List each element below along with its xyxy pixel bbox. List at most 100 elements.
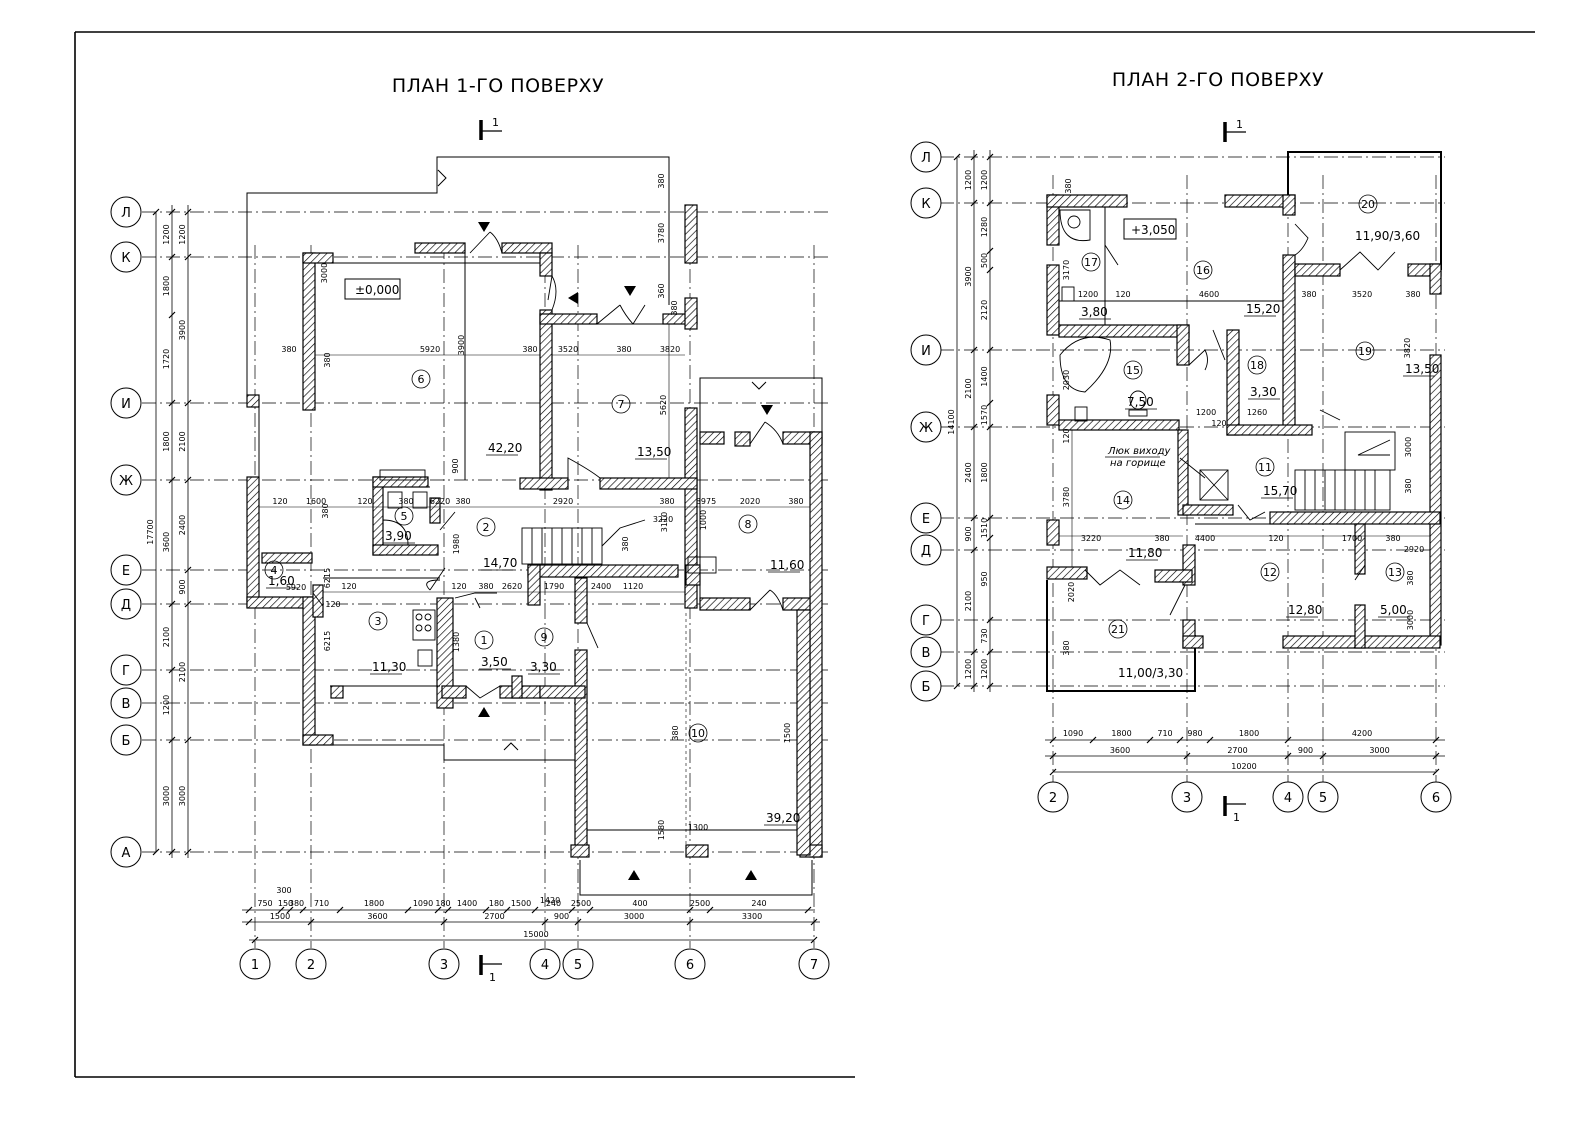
plan2-axis-bubble-num-3-label: 5 [1319, 791, 1327, 806]
plan2-axis-bubble-5: Д [910, 534, 942, 566]
plan2-stair [1294, 431, 1396, 511]
dim-tick [686, 906, 694, 914]
plan2-room-area-16: 15,20 [1246, 302, 1280, 316]
plan1-room-area-7: 13,50 [637, 445, 671, 459]
plan1-axis-bubble-1: К [110, 241, 142, 273]
dim-tick [810, 936, 818, 944]
plan2-inner-dim-4: 4600 [1199, 290, 1219, 299]
plan1-room-area-9: 3,30 [530, 660, 557, 674]
plan1-room-area-1: 3,50 [481, 655, 508, 669]
plan1-inner-dim-16: 2920 [553, 497, 573, 506]
plan1-inner-dim-41: 1420 [540, 896, 560, 905]
plan2-dim-left-inner-2: 500 [980, 253, 989, 268]
plan1-inner-dim-21: 1000 [699, 510, 708, 530]
plan1-section-mark-top: 1 [479, 116, 502, 140]
plan1-inner-dim-6: 5620 [659, 395, 668, 415]
plan2-dim-total: 10200 [1231, 762, 1256, 771]
plan2-dim-left-inner-5: 1570 [980, 405, 989, 425]
dim-tick [986, 648, 994, 656]
plan2-axis-bubble-num-1-label: 3 [1183, 791, 1191, 806]
plan1-dim-bottom1-9: 1500 [511, 899, 531, 908]
dim-tick [168, 399, 176, 407]
plan1-axis-bubble-7-circle [110, 687, 142, 719]
dim-tick [444, 906, 452, 914]
plan2-inner-dim-2: 1200 [1078, 290, 1098, 299]
dim-tick [251, 936, 259, 944]
plan2-room-number-20: 20 [1361, 198, 1375, 211]
plan2-dim-left-inner-8: 950 [980, 571, 989, 586]
dim-tick [970, 682, 978, 690]
plan2-axis-bubble-num-1: 3 [1171, 781, 1203, 813]
plan2-axis-bubble-0-label: Л [921, 151, 931, 166]
plan1-dim-left-outer-3: 2400 [178, 515, 187, 535]
plan2-dim-left-outer-3: 2400 [964, 462, 973, 482]
plan2-room-circle-14 [1113, 490, 1133, 510]
plan1-dim-left-outer-2: 2100 [178, 431, 187, 451]
dim-tick [531, 906, 539, 914]
plan1-dim-left-outer-1: 3900 [178, 320, 187, 340]
plan2-dim-bottom1-4: 1800 [1239, 729, 1259, 738]
dim-tick [184, 848, 192, 856]
plan1-dim-left-inner-1: 1800 [162, 276, 171, 296]
plan1-inner-dim-43: 3780 [657, 223, 666, 243]
plan1-axis-bubble-num-3: 4 [529, 948, 561, 980]
plan2-room-number-19: 19 [1358, 345, 1372, 358]
dim-tick [970, 546, 978, 554]
plan2-axis-bubble-2-circle [910, 334, 942, 366]
plan1-room-circle-9 [534, 627, 554, 647]
sheet-border [74, 31, 1535, 1078]
plan1-dim-bottom2-0: 1500 [270, 912, 290, 921]
dim-tick [1049, 736, 1057, 744]
dim-tick [286, 906, 294, 914]
plan1-inner-dim-40: 1580 [657, 820, 666, 840]
dim-tick [986, 534, 994, 542]
plan2-inner-dim-13: 3780 [1062, 487, 1071, 507]
plan1-inner-dim-13: 380 [398, 497, 413, 506]
plan1-room-number-10: 10 [691, 727, 705, 740]
dim-tick [574, 918, 582, 926]
dim-tick [245, 918, 253, 926]
plan1-axis-bubble-num-4: 5 [562, 948, 594, 980]
plan2-room-area-11: 15,70 [1263, 484, 1297, 498]
dim-tick [168, 736, 176, 744]
plan1-axis-bubble-1-circle [110, 241, 142, 273]
plan1-dim-left-total: 17700 [146, 519, 155, 544]
plan1-dim-bottom1-8: 180 [489, 899, 504, 908]
plan1-axis-bubble-0-circle [110, 196, 142, 228]
plan1-dim-bottom2-1: 3600 [367, 912, 387, 921]
plan1-dim-bottom1-1: 150 [278, 899, 293, 908]
dim-tick [953, 682, 961, 690]
plan2-axis-bubble-1-circle [910, 187, 942, 219]
dim-tick [299, 906, 307, 914]
plan2-dim-left-outer-2: 2100 [964, 378, 973, 398]
dim-tick [168, 666, 176, 674]
dim-tick [986, 616, 994, 624]
plan2-inner-dim-25: 2020 [1067, 582, 1076, 602]
dim-tick [336, 906, 344, 914]
plan2-axis-bubble-num-3: 5 [1307, 781, 1339, 813]
dim-tick [970, 346, 978, 354]
plan2-dim-left-inner-7: 1510 [980, 518, 989, 538]
plan2-inner-dim-8: 3820 [1403, 338, 1412, 358]
dim-tick [586, 906, 594, 914]
plan1-dim-left-outer-5: 2100 [178, 662, 187, 682]
dim-tick [184, 253, 192, 261]
plan1-inner-dim-18: 3975 [696, 497, 716, 506]
plan2-axis-bubble-1-label: К [921, 197, 930, 212]
plan2-axis-bubble-8: Б [910, 670, 942, 702]
plan1-dim-bottom2-3: 900 [554, 912, 569, 921]
plan2-room-area-15: 7,50 [1127, 395, 1154, 409]
plan1-axis-bubble-num-5-circle [674, 948, 706, 980]
plan1-axis-bubble-num-3-label: 4 [541, 958, 549, 973]
plan1-dim-bottom2-2: 2700 [484, 912, 504, 921]
plan1-dim-bottom1-14: 240 [751, 899, 766, 908]
plan1-dim-total: 15000 [523, 930, 548, 939]
dim-tick [706, 906, 714, 914]
plan1-inner-dim-30: 1790 [544, 582, 564, 591]
plan2-inner-dim-20: 380 [1385, 534, 1400, 543]
plan1-axis-bubble-num-1: 2 [295, 948, 327, 980]
dim-tick [184, 566, 192, 574]
